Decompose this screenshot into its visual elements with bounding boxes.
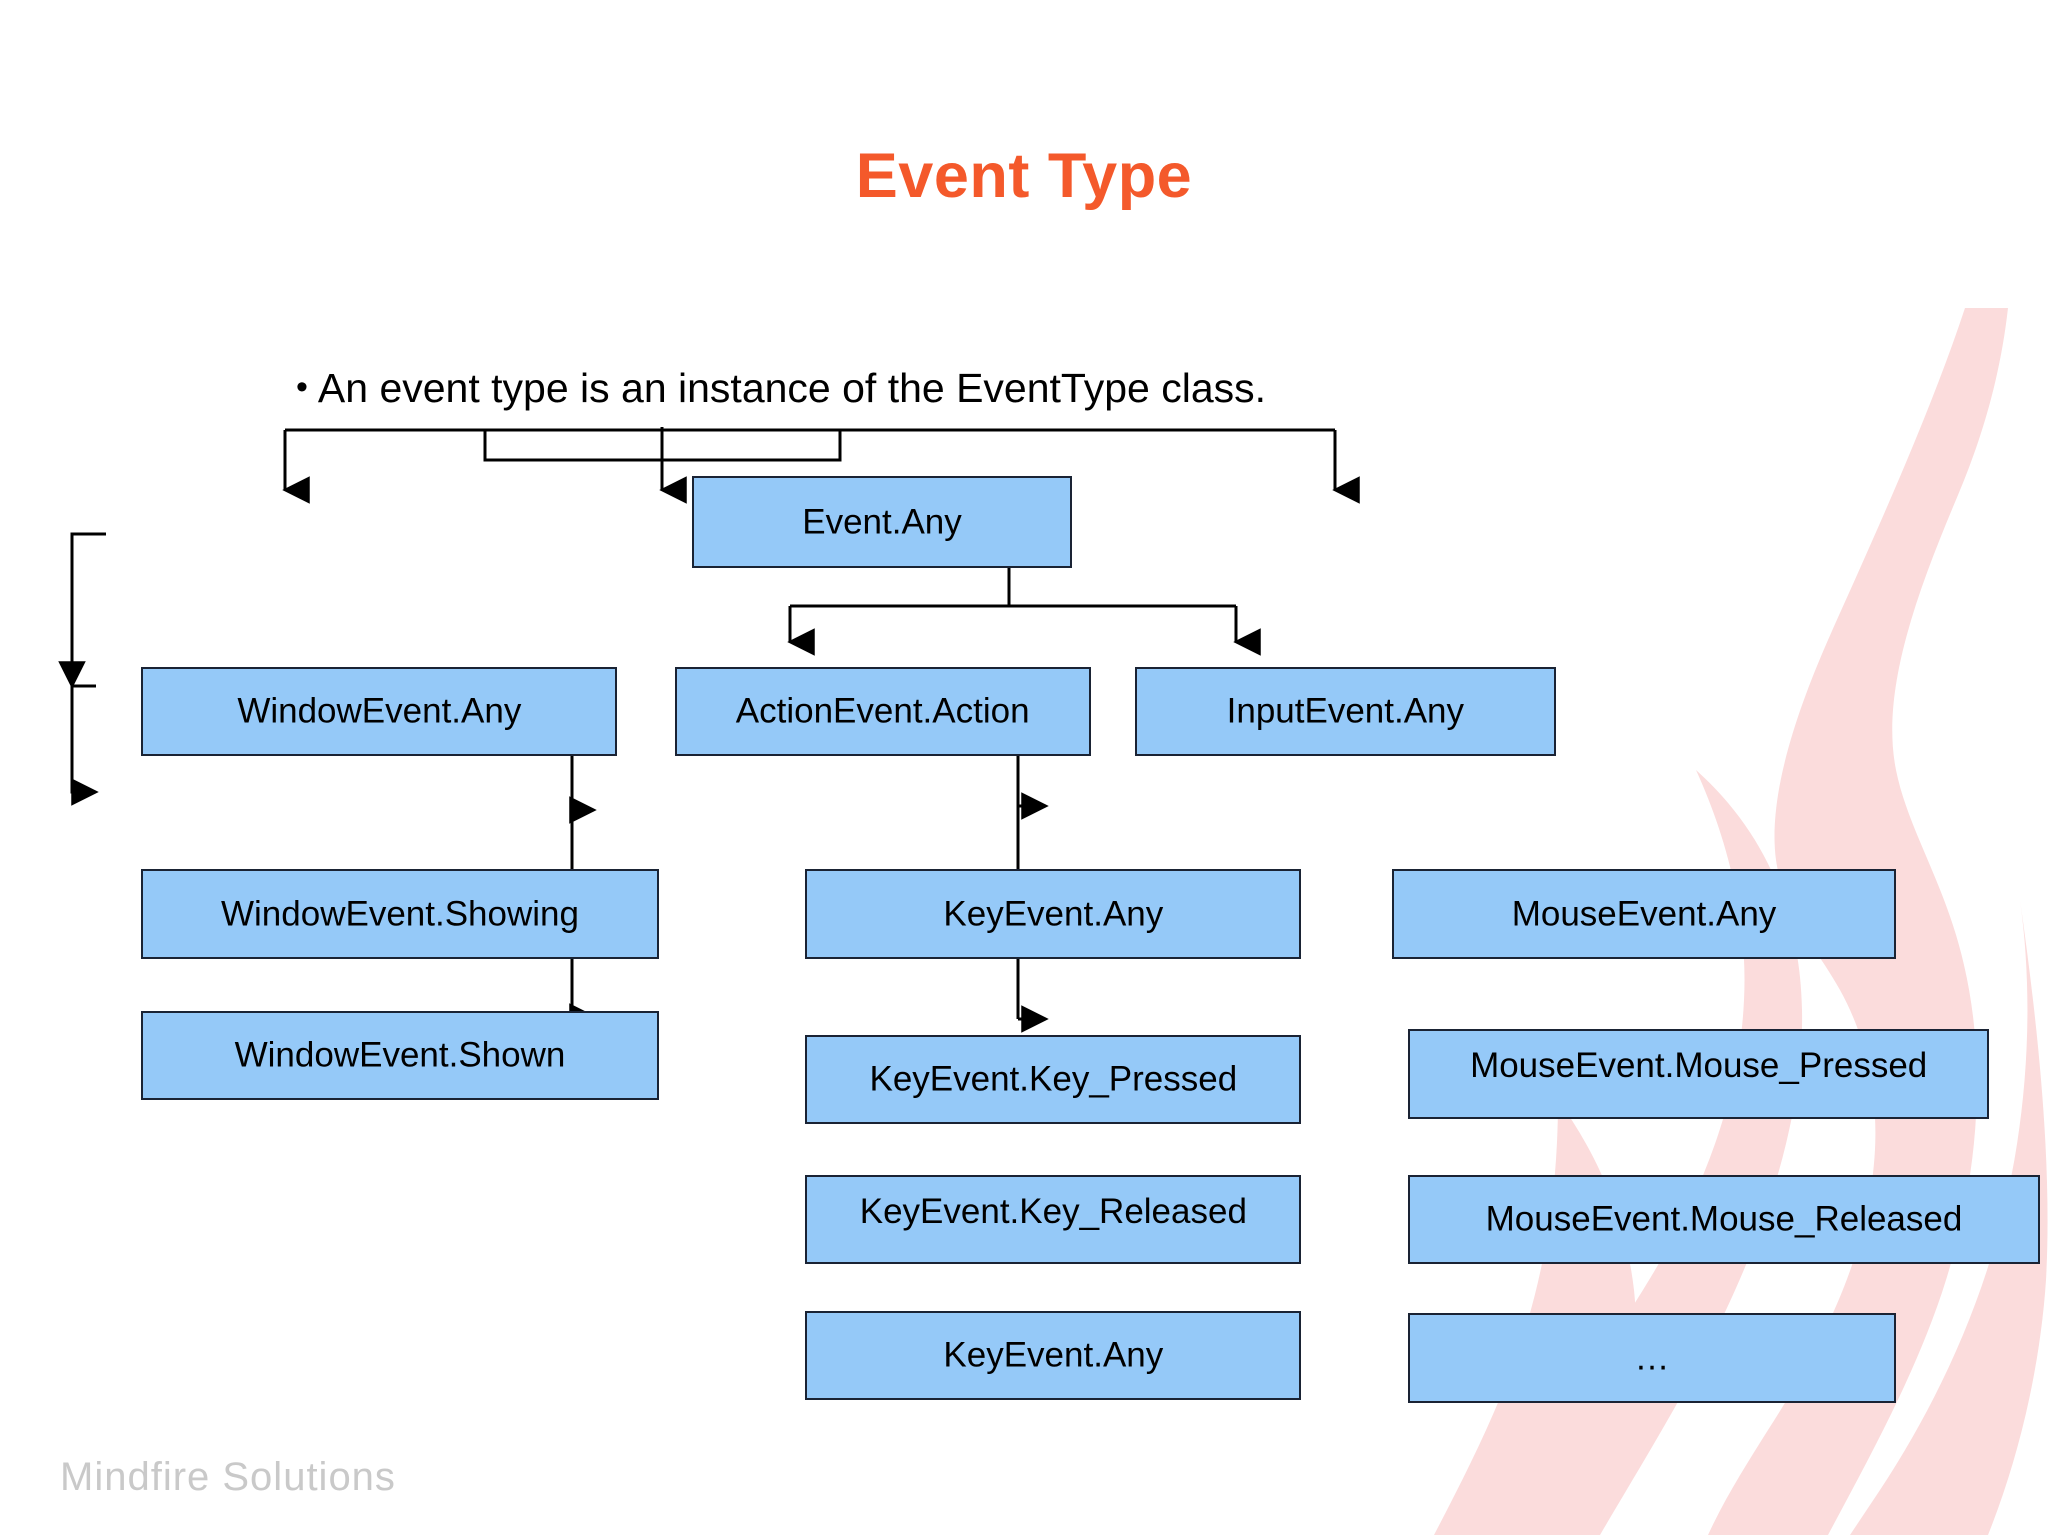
node-window-event-showing[interactable]: WindowEvent.Showing: [141, 869, 659, 959]
footer-brand: Mindfire Solutions: [60, 1455, 396, 1499]
node-mouse-event-pressed[interactable]: MouseEvent.Mouse_Pressed: [1408, 1029, 1990, 1119]
node-window-event-shown[interactable]: WindowEvent.Shown: [141, 1010, 659, 1100]
node-label: InputEvent.Any: [1226, 691, 1465, 731]
node-mouse-event-any[interactable]: MouseEvent.Any: [1392, 869, 1896, 959]
node-label: Event.Any: [802, 502, 962, 542]
bullet-text: An event type is an instance of the Even…: [317, 365, 1267, 411]
bullet-line: • An event type is an instance of the Ev…: [296, 365, 1266, 412]
node-label: MouseEvent.Mouse_Released: [1485, 1199, 1963, 1239]
node-key-event-any-2[interactable]: KeyEvent.Any: [805, 1310, 1302, 1400]
node-input-event-any[interactable]: InputEvent.Any: [1134, 666, 1556, 756]
node-event-any[interactable]: Event.Any: [692, 476, 1072, 568]
node-label: WindowEvent.Shown: [234, 1035, 566, 1075]
node-window-event-any[interactable]: WindowEvent.Any: [141, 666, 618, 756]
node-label: KeyEvent.Any: [943, 894, 1164, 934]
connector-window-bus-shown: [70, 534, 99, 806]
node-action-event-action[interactable]: ActionEvent.Action: [674, 666, 1091, 756]
node-label: KeyEvent.Key_Pressed: [869, 1059, 1238, 1099]
node-mouse-event-released[interactable]: MouseEvent.Mouse_Released: [1408, 1174, 2040, 1264]
node-key-event-released[interactable]: KeyEvent.Key_Released: [805, 1174, 1302, 1264]
node-label: KeyEvent.Key_Released: [859, 1191, 1247, 1231]
node-label: MouseEvent.Any: [1511, 894, 1777, 934]
connector-window-bus-showing: [58, 532, 106, 689]
node-key-event-pressed[interactable]: KeyEvent.Key_Pressed: [805, 1034, 1302, 1124]
node-mouse-event-more[interactable]: …: [1408, 1313, 1896, 1403]
node-label: KeyEvent.Any: [943, 1335, 1164, 1375]
page-title: Event Type: [855, 141, 1193, 211]
connector-event-any-frame: [483, 430, 842, 462]
node-label: MouseEvent.Mouse_Pressed: [1470, 1046, 1928, 1086]
node-key-event-any[interactable]: KeyEvent.Any: [805, 869, 1302, 959]
node-label: ActionEvent.Action: [735, 691, 1030, 731]
node-label: WindowEvent.Any: [237, 691, 522, 731]
node-label: WindowEvent.Showing: [221, 894, 579, 934]
bullet-marker-icon: •: [296, 368, 308, 406]
node-label: …: [1634, 1338, 1670, 1378]
